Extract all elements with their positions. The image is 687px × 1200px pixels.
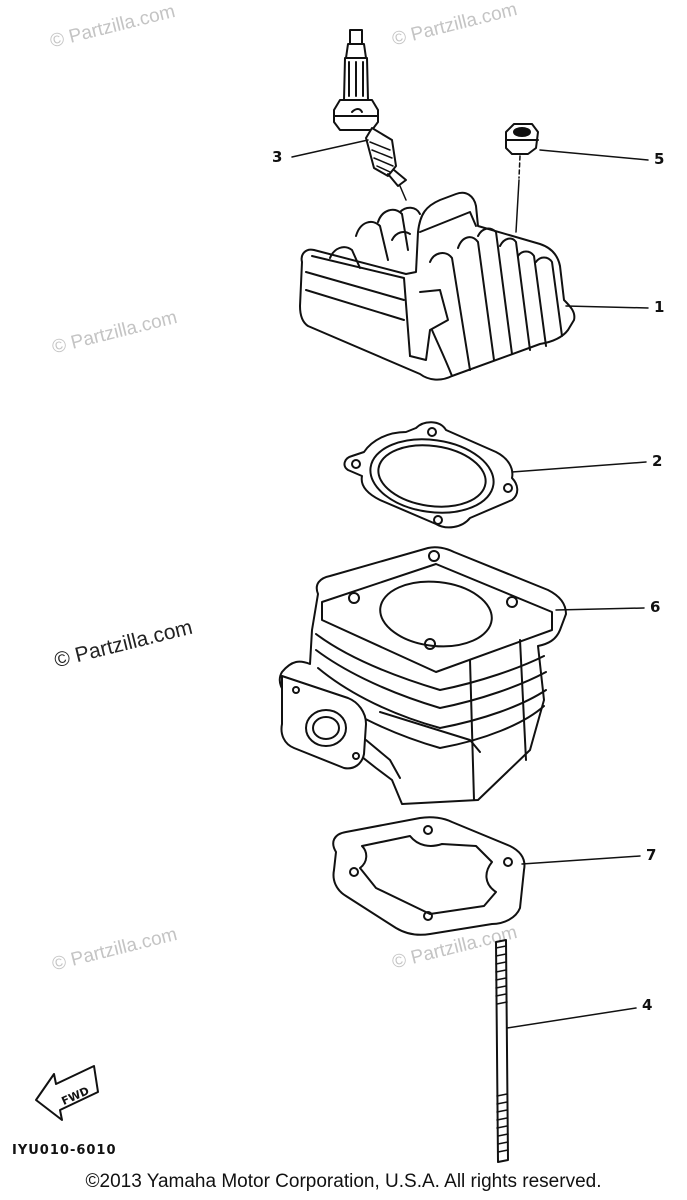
base-gasket-icon[interactable]: [332, 816, 526, 936]
catalog-code: IYU010-6010: [12, 1143, 117, 1158]
callout-5[interactable]: 5: [654, 150, 665, 168]
callout-7[interactable]: 7: [646, 846, 657, 864]
callout-3[interactable]: 3: [272, 148, 283, 166]
fwd-arrow-icon: [35, 1065, 99, 1121]
cylinder-icon[interactable]: [278, 546, 567, 805]
stud-bolt-icon[interactable]: [495, 939, 509, 1163]
head-gasket-icon[interactable]: [343, 421, 519, 529]
callout-6[interactable]: 6: [650, 598, 661, 616]
callout-2[interactable]: 2: [652, 452, 663, 470]
callout-1[interactable]: 1: [654, 298, 665, 316]
copyright-notice: ©2013 Yamaha Motor Corporation, U.S.A. A…: [85, 1171, 602, 1192]
cylinder-head-icon[interactable]: [299, 191, 576, 381]
callout-4[interactable]: 4: [642, 996, 653, 1014]
nut-icon[interactable]: [505, 123, 539, 233]
spark-plug-icon[interactable]: [333, 29, 407, 201]
